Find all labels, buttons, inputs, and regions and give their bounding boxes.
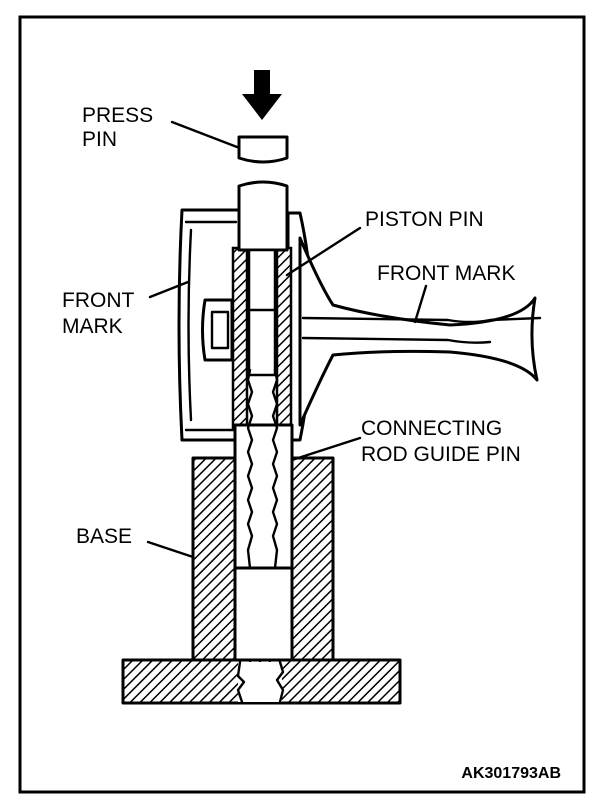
label-front-mark-right: FRONT MARK — [377, 262, 515, 285]
press-pin-tip — [237, 135, 289, 164]
leader-front-mark-left — [148, 280, 190, 299]
leader-front-mark-right — [413, 284, 428, 324]
label-front-mark-left-line2: MARK — [62, 315, 123, 338]
label-guide-pin-line2: ROD GUIDE PIN — [361, 443, 521, 466]
label-front-mark-left: FRONT MARK — [62, 289, 140, 338]
label-press-pin-line2: PIN — [82, 128, 117, 151]
piston-pin-wall-left — [231, 246, 249, 430]
connecting-rod — [298, 236, 542, 427]
press-pin-shaft — [237, 180, 289, 252]
label-press-pin-line1: PRESS — [82, 104, 153, 127]
label-guide-pin: CONNECTING ROD GUIDE PIN — [361, 417, 521, 466]
connecting-rod-guide-pin — [233, 368, 294, 570]
label-guide-pin-line1: CONNECTING — [361, 417, 502, 440]
piston-pin — [247, 248, 277, 377]
press-direction-arrow — [242, 70, 282, 120]
leader-press-pin — [170, 120, 239, 149]
figure-frame — [18, 15, 586, 794]
label-press-pin: PRESS PIN — [82, 104, 159, 151]
figure-code: AK301793AB — [461, 765, 561, 782]
label-base: BASE — [76, 525, 132, 548]
label-piston-pin: PISTON PIN — [365, 208, 484, 231]
label-front-mark-left-line1: FRONT — [62, 289, 134, 312]
leader-base — [146, 540, 195, 559]
leader-piston-pin — [285, 226, 362, 277]
base-block — [121, 456, 402, 705]
leader-guide-pin — [290, 436, 362, 462]
